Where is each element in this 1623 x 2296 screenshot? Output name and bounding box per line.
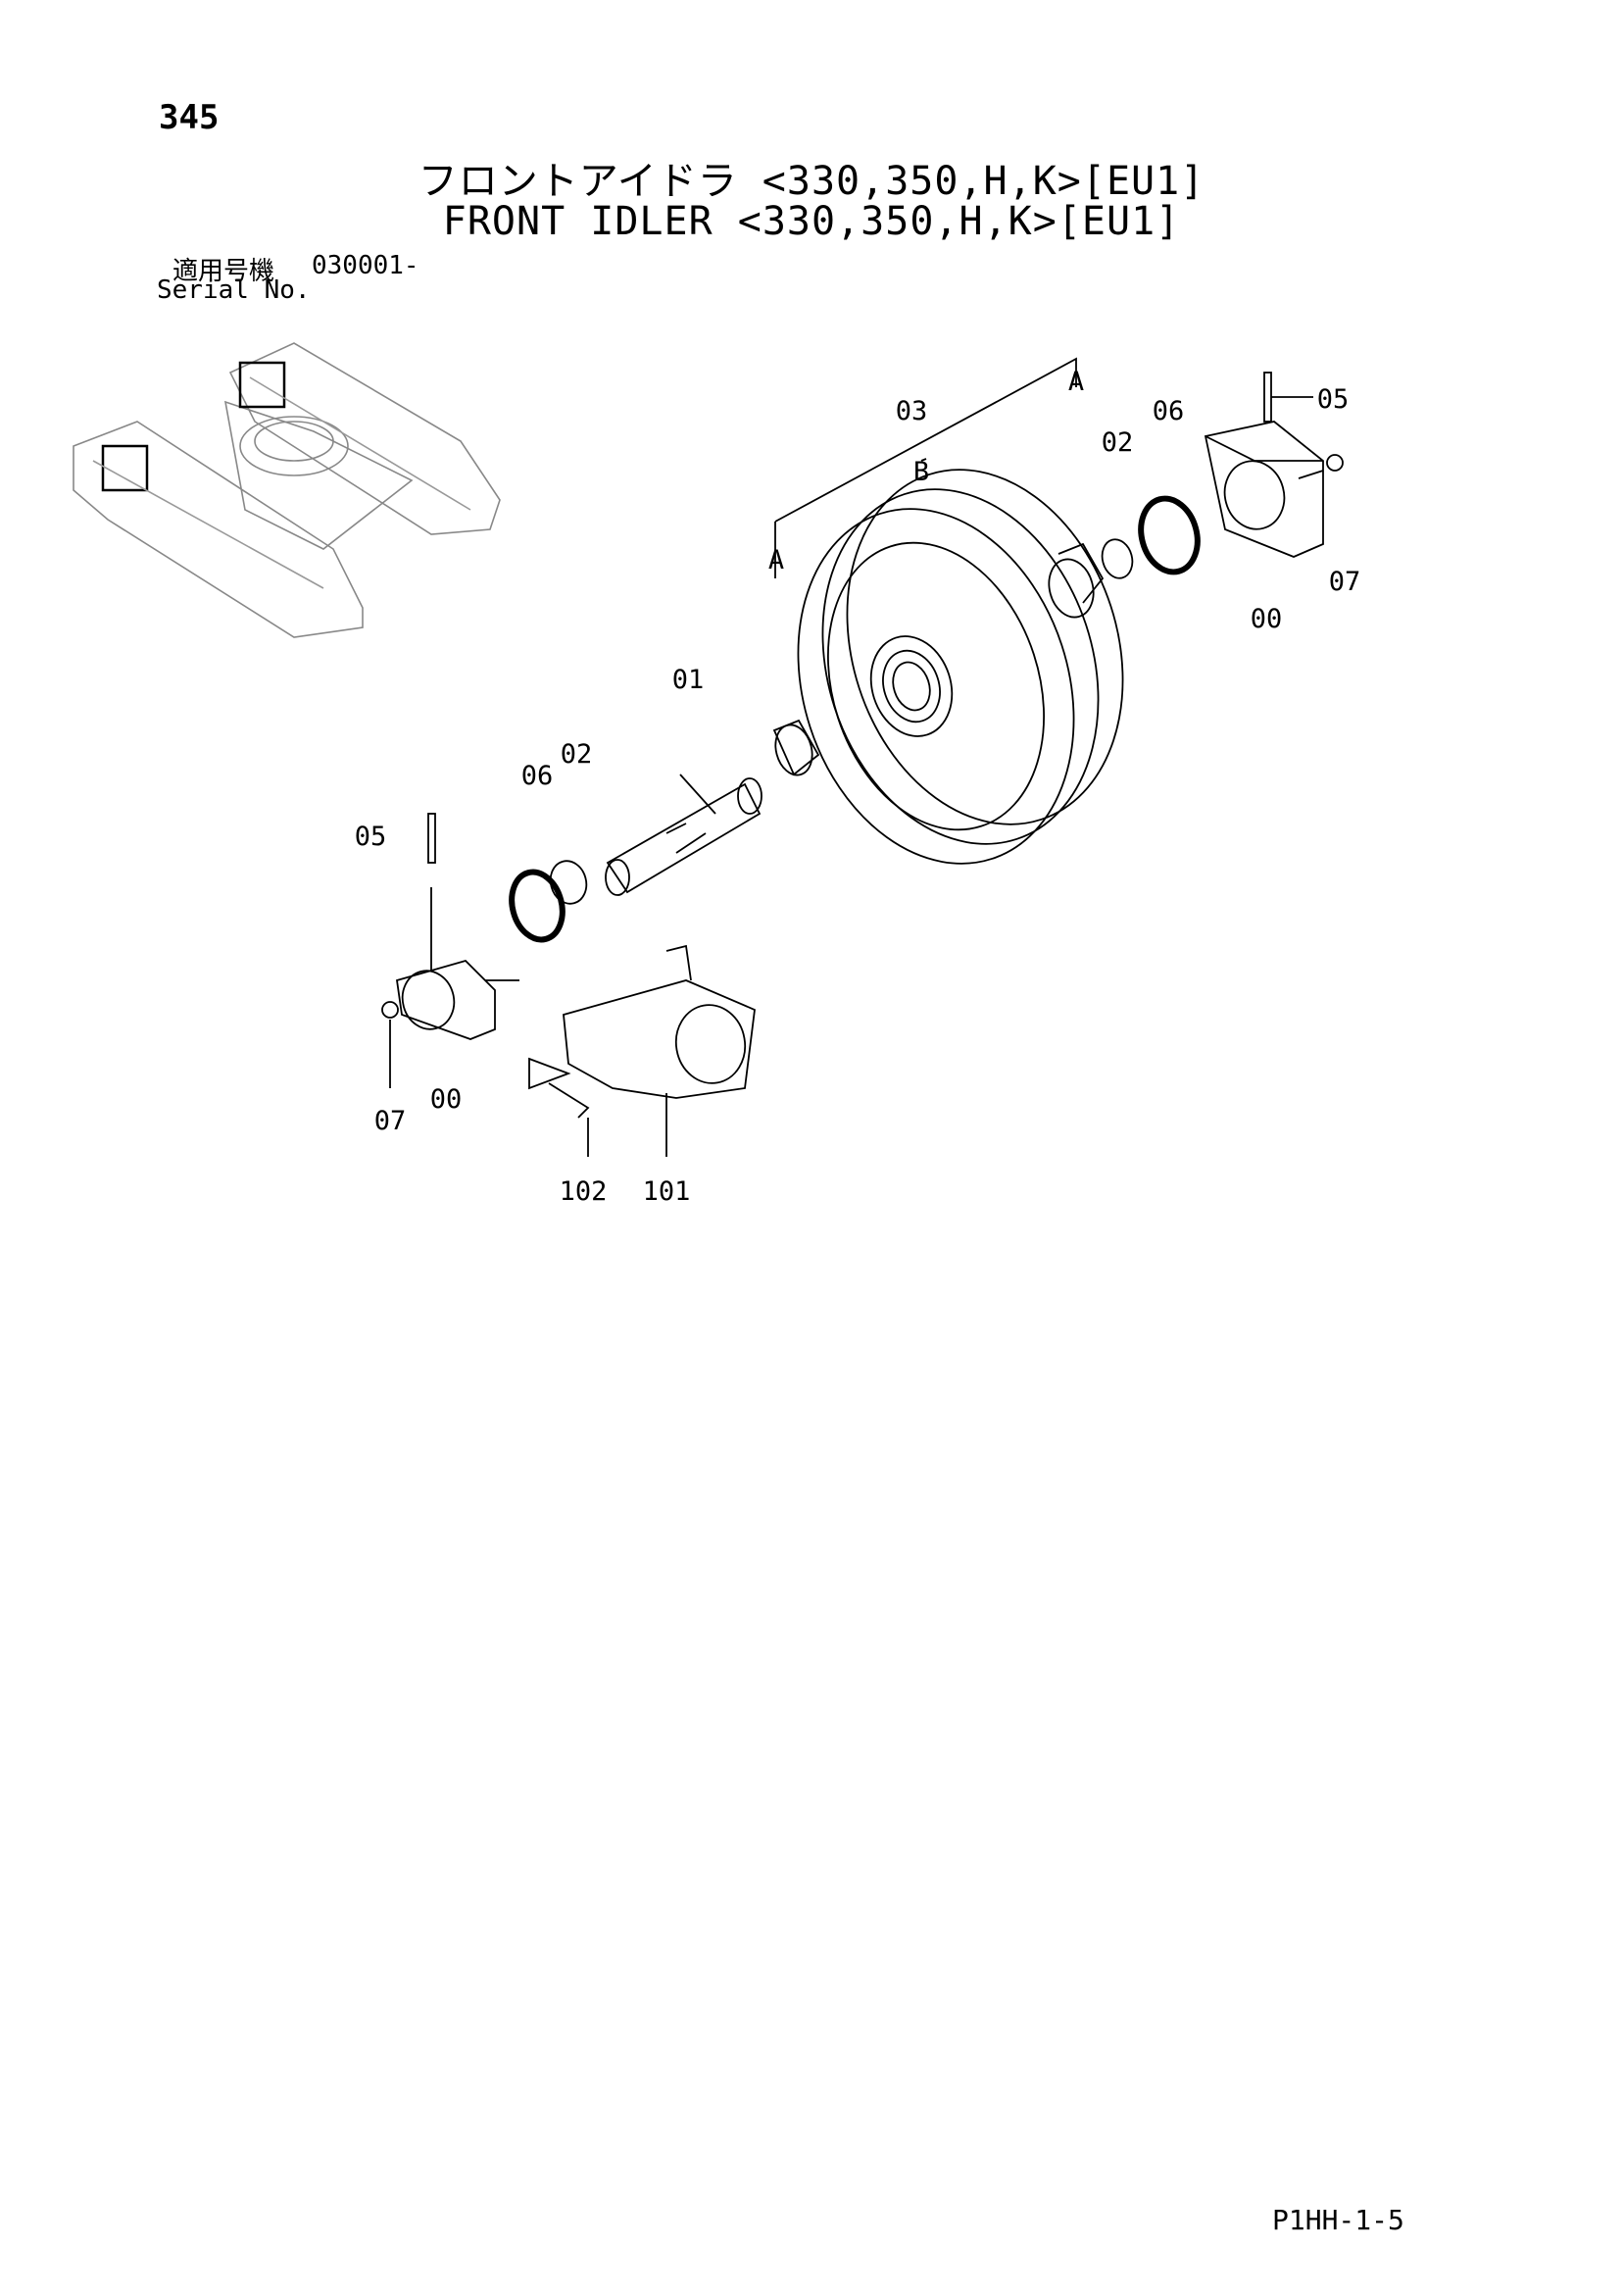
callout-102: 102 — [560, 1176, 608, 1207]
callout-06-left: 06 — [521, 761, 554, 791]
callout-03: 03 — [896, 396, 928, 426]
callout-00-right: 00 — [1251, 604, 1283, 634]
callout-a-top: A — [1068, 367, 1084, 397]
callout-07-left: 07 — [374, 1106, 407, 1136]
callout-00-left: 00 — [430, 1084, 463, 1115]
page-number: 345 — [159, 98, 220, 137]
callout-b: B — [913, 457, 929, 487]
callout-01: 01 — [672, 665, 705, 695]
serial-label-english: Serial No. — [157, 275, 311, 305]
serial-value: 030001- — [312, 251, 419, 280]
callout-02-right: 02 — [1102, 427, 1134, 458]
document-code: P1HH-1-5 — [1272, 2204, 1404, 2236]
callout-a-left: A — [768, 545, 784, 575]
callout-06-right: 06 — [1153, 396, 1185, 426]
callout-02-left: 02 — [561, 739, 593, 770]
callout-labels: 03 B A 02 06 05 07 00 A 01 02 06 05 07 0… — [355, 367, 1361, 1207]
title-english: FRONT IDLER <330,350,H,K>[EU1] — [442, 199, 1181, 244]
undercarriage-thumbnail — [73, 342, 501, 638]
parts-drawing — [381, 357, 1344, 1157]
callout-05-left: 05 — [355, 822, 387, 852]
callout-101: 101 — [643, 1176, 691, 1207]
serial-label-japanese: 適用号機 — [172, 257, 275, 286]
callout-07-right: 07 — [1329, 567, 1361, 597]
title-japanese: フロントアイドラ <330,350,H,K>[EU1] — [418, 159, 1205, 204]
callout-05-right: 05 — [1317, 384, 1350, 415]
